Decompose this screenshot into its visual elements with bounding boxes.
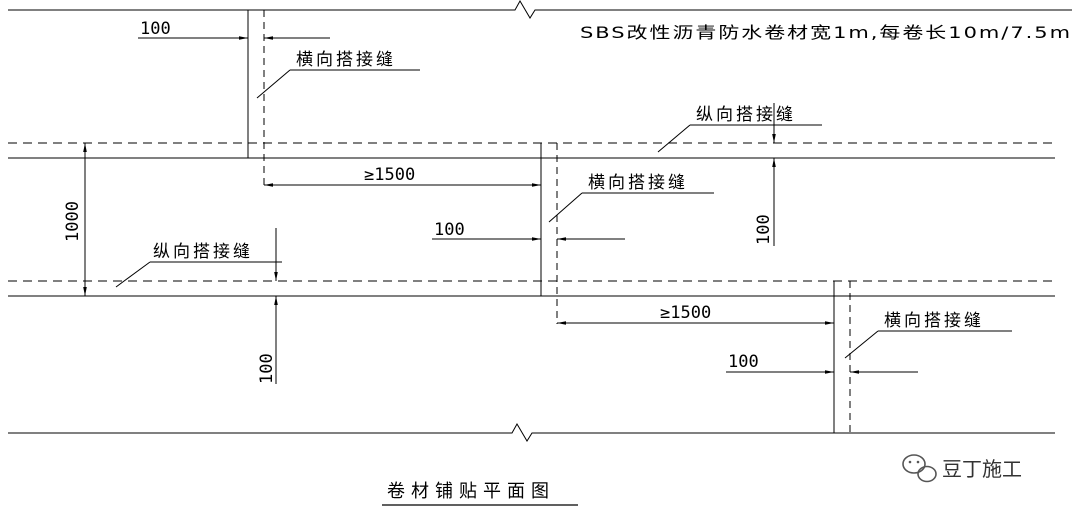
dim-width-label: 1000 bbox=[63, 201, 83, 242]
leader-transverse-3 bbox=[844, 330, 1012, 359]
leader-transverse-2 bbox=[548, 192, 714, 223]
leader-longitudinal-2 bbox=[115, 261, 282, 288]
spec-note: SBS改性沥青防水卷材宽1m,每卷长10m/7.5m bbox=[580, 23, 1072, 42]
leader-longitudinal-1 bbox=[657, 124, 822, 153]
label-longitudinal-1: 纵向搭接缝 bbox=[696, 105, 796, 125]
dim-lap-bottom-label: 100 bbox=[728, 352, 759, 372]
bottom-break-line bbox=[8, 422, 1055, 442]
upper-longitudinal-seam bbox=[8, 142, 1055, 159]
dim-lap-vertical-right-label: 100 bbox=[754, 214, 774, 245]
lower-longitudinal-seam bbox=[8, 280, 1055, 297]
label-transverse-1: 横向搭接缝 bbox=[296, 50, 396, 70]
dim-stagger-1-label: ≥1500 bbox=[364, 165, 415, 185]
transverse-seam-3 bbox=[833, 281, 851, 433]
transverse-seam-1 bbox=[247, 10, 265, 185]
label-longitudinal-2: 纵向搭接缝 bbox=[153, 242, 253, 262]
top-break-line bbox=[8, 0, 1072, 19]
watermark-text: 豆丁施工 bbox=[942, 457, 1022, 481]
caption-title: 卷材铺贴平面图 bbox=[387, 481, 555, 502]
label-transverse-2: 横向搭接缝 bbox=[588, 173, 688, 193]
transverse-seam-2 bbox=[540, 143, 558, 324]
wechat-icon bbox=[902, 454, 937, 483]
dim-lap-top-label: 100 bbox=[140, 19, 171, 39]
label-transverse-3: 横向搭接缝 bbox=[884, 311, 984, 331]
dim-stagger-2-label: ≥1500 bbox=[660, 303, 711, 323]
dim-lap-vertical-left-label: 100 bbox=[257, 353, 277, 384]
dim-lap-mid-label: 100 bbox=[434, 220, 465, 240]
leader-transverse-1 bbox=[256, 69, 420, 99]
